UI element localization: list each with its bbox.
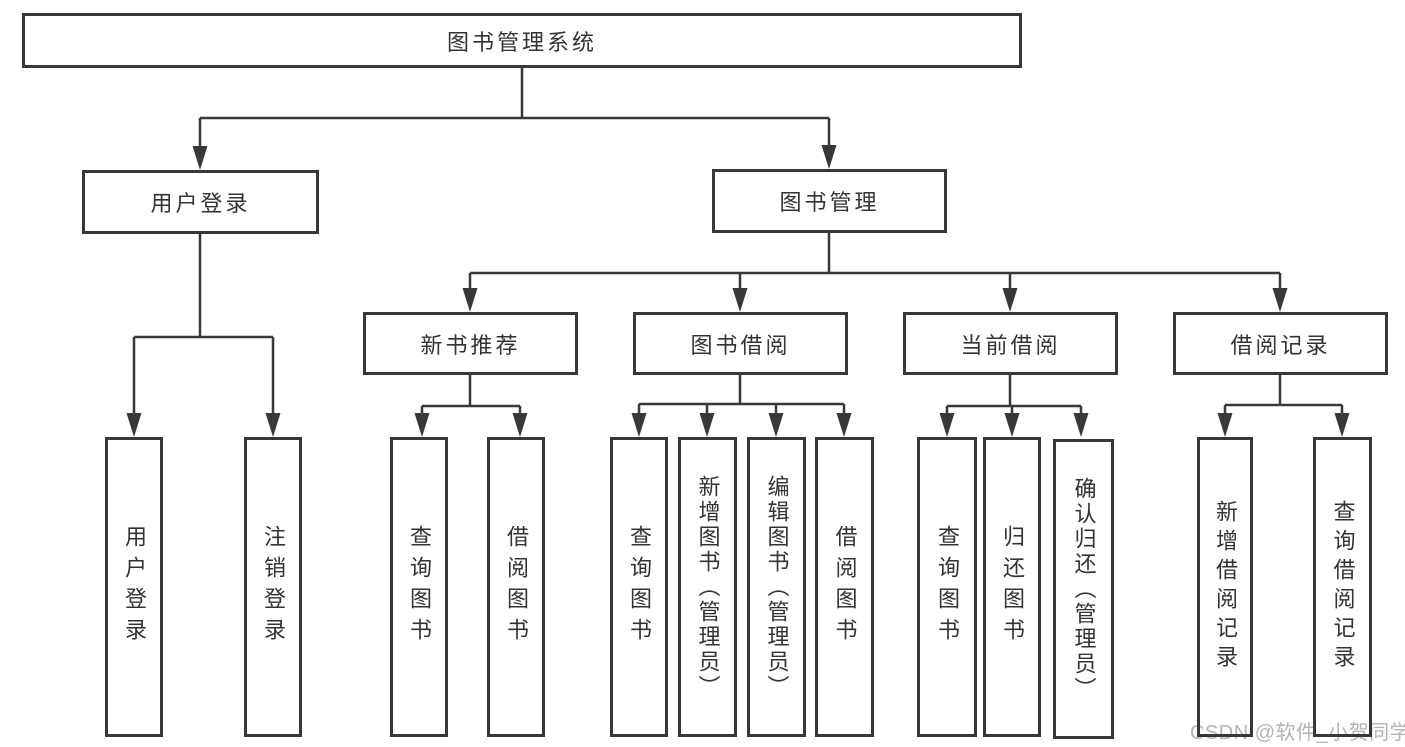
node-new-book-recommend: 新书推荐 xyxy=(363,312,578,375)
leaf-confirm-return-admin: 确认归还（管理员） xyxy=(1053,439,1114,739)
leaf-query-book-1-label: 查询图书 xyxy=(407,525,432,649)
leaf-edit-book-admin-label: 编辑图书（管理员） xyxy=(764,474,790,700)
leaf-query-borrow-record: 查询借阅记录 xyxy=(1313,437,1372,737)
watermark: CSDN @软件_小贺同学 xyxy=(1190,722,1405,744)
node-current-borrow: 当前借阅 xyxy=(903,312,1118,375)
node-root-label: 图书管理系统 xyxy=(446,29,597,55)
node-book-management-label: 图书管理 xyxy=(779,190,880,215)
node-borrow-records-label: 借阅记录 xyxy=(1230,332,1331,358)
node-book-management: 图书管理 xyxy=(712,169,947,233)
leaf-query-book-2-label: 查询图书 xyxy=(627,525,652,649)
leaf-user-login-label: 用户登录 xyxy=(122,525,147,649)
leaf-query-book-3-label: 查询图书 xyxy=(935,525,960,649)
leaf-return-book-label: 归还图书 xyxy=(1000,525,1025,649)
leaf-logout-label: 注销登录 xyxy=(261,525,286,649)
leaf-borrow-book-1: 借阅图书 xyxy=(487,437,545,737)
leaf-borrow-book-1-label: 借阅图书 xyxy=(504,525,529,649)
leaf-user-login: 用户登录 xyxy=(105,437,163,737)
node-user-login-label: 用户登录 xyxy=(150,191,251,216)
node-book-borrow: 图书借阅 xyxy=(633,312,848,375)
leaf-query-book-2: 查询图书 xyxy=(610,437,668,737)
leaf-return-book: 归还图书 xyxy=(983,437,1041,737)
leaf-add-borrow-record: 新增借阅记录 xyxy=(1197,437,1253,737)
leaf-borrow-book-2: 借阅图书 xyxy=(815,437,874,737)
node-new-book-recommend-label: 新书推荐 xyxy=(420,332,521,358)
arrowheads xyxy=(126,145,1350,437)
leaf-logout: 注销登录 xyxy=(244,437,302,737)
node-book-borrow-label: 图书借阅 xyxy=(690,332,791,358)
node-current-borrow-label: 当前借阅 xyxy=(960,332,1061,358)
leaf-query-borrow-record-label: 查询借阅记录 xyxy=(1330,500,1356,674)
node-borrow-records: 借阅记录 xyxy=(1173,312,1388,375)
node-root: 图书管理系统 xyxy=(22,13,1022,68)
connector-paths xyxy=(132,68,1344,417)
leaf-add-book-admin: 新增图书（管理员） xyxy=(678,437,737,737)
leaf-add-book-admin-label: 新增图书（管理员） xyxy=(695,474,721,700)
leaf-query-book-1: 查询图书 xyxy=(390,437,448,737)
leaf-add-borrow-record-label: 新增借阅记录 xyxy=(1213,500,1238,674)
node-user-login: 用户登录 xyxy=(82,170,319,234)
leaf-confirm-return-admin-label: 确认归还（管理员） xyxy=(1071,476,1097,702)
leaf-query-book-3: 查询图书 xyxy=(917,437,977,737)
leaf-edit-book-admin: 编辑图书（管理员） xyxy=(747,437,806,737)
leaf-borrow-book-2-label: 借阅图书 xyxy=(832,525,858,649)
